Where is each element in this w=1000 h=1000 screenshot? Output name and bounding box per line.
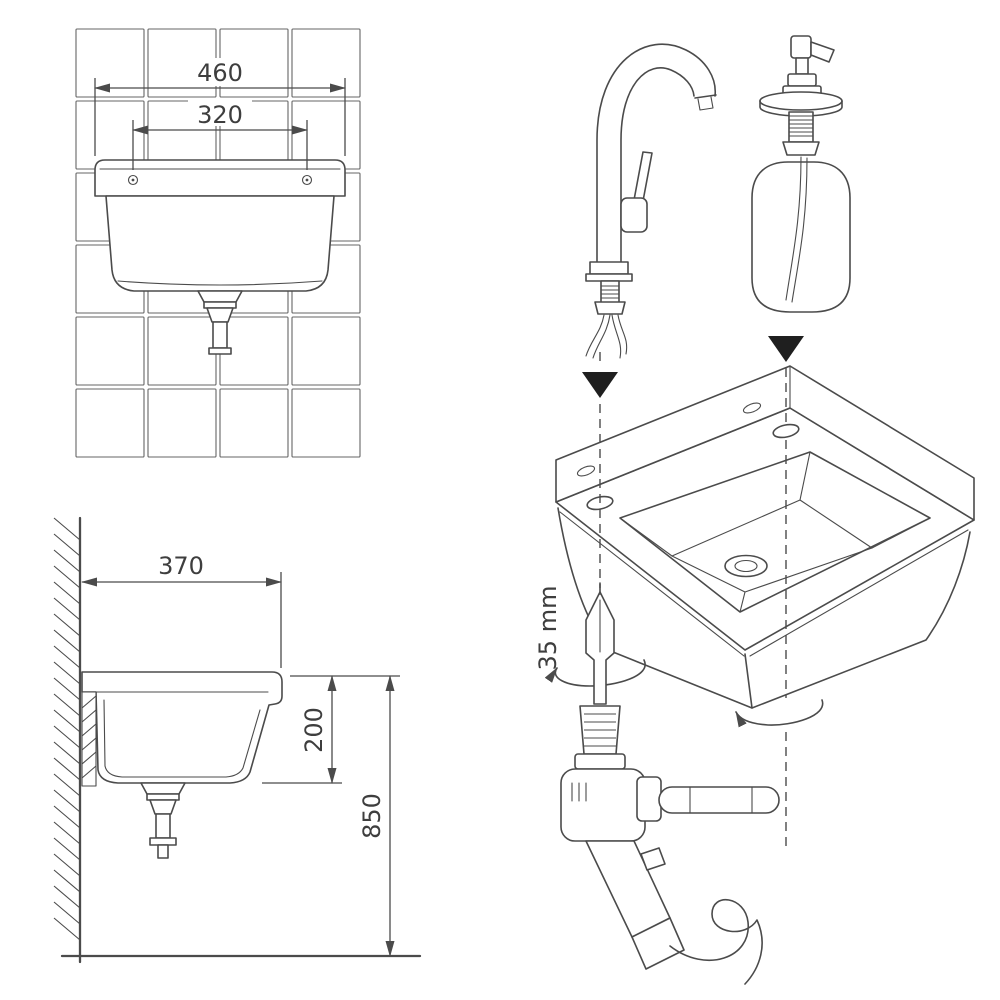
dim-outer-width: 460 xyxy=(94,58,346,156)
wall-hatch xyxy=(53,517,81,941)
dispenser-flange xyxy=(759,91,843,111)
down-arrow-dispenser xyxy=(768,336,804,362)
deck-lip-left xyxy=(559,511,745,657)
chuck-lines xyxy=(584,713,616,747)
drill-collar xyxy=(574,753,626,770)
drill-base xyxy=(631,917,685,970)
faucet-lever xyxy=(633,151,653,202)
mounting-screw-left-dot xyxy=(131,178,135,182)
dispenser-bottle xyxy=(751,161,851,313)
basin-height-label: 200 xyxy=(300,707,328,753)
bracket-hatch xyxy=(81,695,97,779)
front-drain-trap xyxy=(197,290,243,355)
rotation-arrow-left xyxy=(544,659,646,687)
tap-hole-right xyxy=(772,423,800,439)
front-sink-basin xyxy=(105,195,335,292)
dispenser-collar xyxy=(787,73,817,87)
down-arrow-faucet xyxy=(582,372,618,398)
side-view: 370 200 850 xyxy=(53,516,422,964)
faucet-cartridge xyxy=(620,197,648,233)
drill xyxy=(560,705,780,985)
dispenser-tube-b xyxy=(791,157,808,303)
side-sink xyxy=(81,671,283,859)
side-drain-trap xyxy=(140,782,186,859)
faucet-spout-tip xyxy=(694,94,717,99)
side-sink-profile xyxy=(81,671,283,784)
bit-diameter-label: 35 mm xyxy=(534,586,562,671)
centerlines xyxy=(599,352,787,852)
soap-dispenser xyxy=(751,35,851,313)
splashback-slot-right xyxy=(742,402,762,414)
mounting-screw-left xyxy=(127,174,139,186)
dispenser-stem xyxy=(795,57,809,75)
side-handle-clamp xyxy=(636,776,662,822)
dispenser-nut xyxy=(782,141,820,156)
splashback-slot-left xyxy=(576,465,596,477)
drill-trigger xyxy=(640,847,666,871)
drain-hole-inner xyxy=(734,559,758,573)
dim-basin-height: 200 xyxy=(262,675,400,784)
drill-vents xyxy=(571,782,587,802)
side-basin-inner xyxy=(103,699,261,778)
wall-bracket xyxy=(81,691,97,787)
basin-interior xyxy=(619,451,931,613)
mounting-screw-right xyxy=(301,174,313,186)
faucet-hoses xyxy=(585,314,628,359)
dim-mounting-height: 850 xyxy=(358,675,395,957)
faucet-spout-inner xyxy=(620,67,695,263)
dim-label-bg xyxy=(186,58,254,86)
outer-width-label: 460 xyxy=(197,59,243,87)
dim-hole-spacing: 320 xyxy=(132,100,308,170)
dispenser-tube-a xyxy=(785,156,802,301)
hole-spacing-label: 320 xyxy=(197,101,243,129)
dispenser-thread-hatch xyxy=(789,115,813,137)
sink-body-front-edge xyxy=(744,653,753,709)
faucet-spout-outer xyxy=(596,43,716,263)
front-view: 460 320 xyxy=(75,28,361,458)
dispenser-spout xyxy=(810,41,835,63)
drill-body xyxy=(560,768,646,842)
faucet-nut xyxy=(594,301,626,315)
front-sink-basin-inner-line xyxy=(117,280,323,286)
dispenser-pump-head xyxy=(790,35,812,59)
mounting-screw-right-dot xyxy=(305,178,309,182)
depth-label: 370 xyxy=(158,552,204,580)
drain-hole xyxy=(724,554,768,578)
drill-cord xyxy=(669,899,763,985)
faucet xyxy=(585,43,717,359)
faucet-nozzle xyxy=(697,96,714,111)
perspective-sink xyxy=(555,365,975,709)
dim-label-bg xyxy=(188,100,252,126)
dim-depth: 370 xyxy=(81,552,282,668)
drill-assembly: 35 mm xyxy=(534,582,780,985)
mounting-height-label: 850 xyxy=(358,793,386,839)
drill-side-handle xyxy=(658,786,780,814)
faucet-base xyxy=(589,261,629,275)
rotation-arrow-right xyxy=(735,699,824,728)
front-sink xyxy=(94,159,346,355)
faucet-escutcheon xyxy=(585,273,633,282)
